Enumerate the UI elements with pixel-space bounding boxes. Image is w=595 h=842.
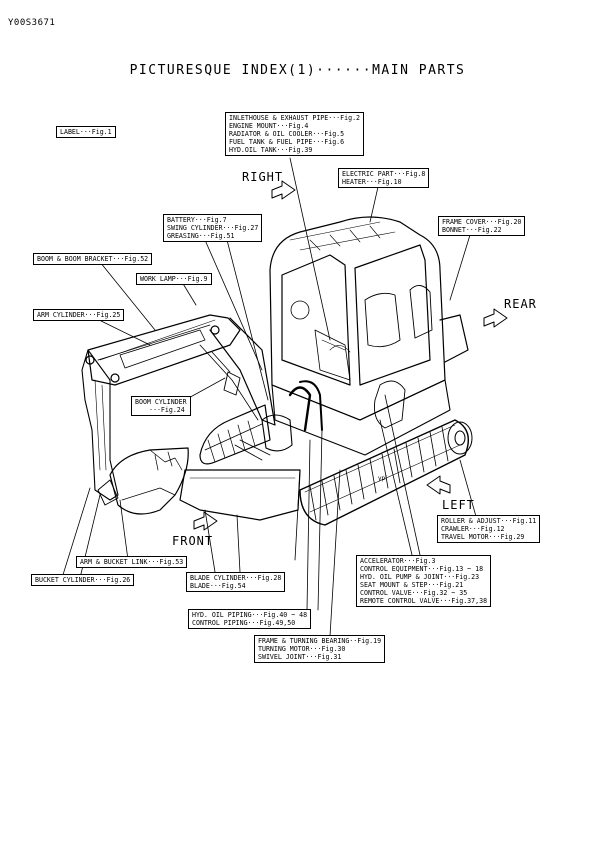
callout-line: TURNING MOTOR···Fig.30 [258, 645, 346, 653]
bucket-illustration [97, 447, 189, 515]
callout-battery: BATTERY···Fig.7 SWING CYLINDER···Fig.27 … [163, 214, 263, 242]
callout-line: BATTERY···Fig.7 [167, 216, 227, 224]
callout-line: BOOM & BOOM BRACKET···Fig.52 [37, 255, 149, 263]
brand-mark: ypl [378, 475, 387, 482]
callout-line: ELECTRIC PART···Fig.8 [342, 170, 426, 178]
callout-line: CRAWLER···Fig.12 [441, 525, 505, 533]
callout-line: TRAVEL MOTOR···Fig.29 [441, 533, 525, 541]
callout-label: LABEL···Fig.1 [56, 126, 116, 138]
boom-arm-illustration [81, 314, 293, 501]
callout-line: FRAME & TURNING BEARING··Fig.19 [258, 637, 382, 645]
callout-line: BONNET···Fig.22 [442, 226, 502, 234]
direction-arrows [193, 180, 508, 531]
callout-line: INLETHOUSE & EXHAUST PIPE···Fig.2 [229, 114, 361, 122]
callout-line: ···Fig.24 [149, 406, 185, 414]
callout-line: HYD. OIL PUMP & JOINT···Fig.23 [360, 573, 480, 581]
callout-line: GREASING···Fig.51 [167, 232, 235, 240]
callout-line: BLADE CYLINDER···Fig.28 [190, 574, 282, 582]
callout-electric: ELECTRIC PART···Fig.8 HEATER···Fig.10 [338, 168, 430, 188]
callout-line: BUCKET CYLINDER···Fig.26 [35, 576, 131, 584]
callout-line: BOOM CYLINDER [135, 398, 187, 406]
callout-line: FUEL TANK & FUEL PIPE···Fig.6 [229, 138, 345, 146]
callout-line: RADIATOR & OIL COOLER···Fig.5 [229, 130, 345, 138]
callout-work-lamp: WORK LAMP···Fig.9 [136, 273, 212, 285]
callout-line: SWING CYLINDER···Fig.27 [167, 224, 259, 232]
callout-bucket-cylinder: BUCKET CYLINDER···Fig.26 [31, 574, 135, 586]
page-title: PICTURESQUE INDEX(1)······MAIN PARTS [129, 63, 466, 78]
callout-line: ACCELERATOR···Fig.3 [360, 557, 436, 565]
direction-left-label: LEFT [442, 498, 475, 512]
callout-boom-cylinder: BOOM CYLINDER ···Fig.24 [131, 396, 191, 416]
document-id: Y00S3671 [8, 18, 56, 28]
leader-lines [61, 157, 478, 637]
callout-line: ROLLER & ADJUST···Fig.11 [441, 517, 537, 525]
callout-arm-bucket-link: ARM & BUCKET LINK···Fig.53 [76, 556, 188, 568]
callout-line: WORK LAMP···Fig.9 [140, 275, 208, 283]
direction-rear-label: REAR [504, 297, 537, 311]
callout-line: BLADE···Fig.54 [190, 582, 246, 590]
callout-frame-turning: FRAME & TURNING BEARING··Fig.19 TURNING … [254, 635, 386, 663]
callout-hyd-piping: HYD. OIL PIPING···Fig.40 ~ 48 CONTROL PI… [188, 609, 312, 629]
direction-right-label: RIGHT [242, 170, 284, 184]
callout-blade: BLADE CYLINDER···Fig.28 BLADE···Fig.54 [186, 572, 286, 592]
callout-line: LABEL···Fig.1 [60, 128, 112, 136]
callout-line: ARM CYLINDER···Fig.25 [37, 311, 121, 319]
callout-line: CONTROL VALVE···Fig.32 ~ 35 [360, 589, 468, 597]
callout-line: FRAME COVER···Fig.20 [442, 218, 522, 226]
callout-line: CONTROL EQUIPMENT···Fig.13 ~ 18 [360, 565, 484, 573]
callout-roller: ROLLER & ADJUST···Fig.11 CRAWLER···Fig.1… [437, 515, 541, 543]
callout-line: SEAT MOUNT & STEP···Fig.21 [360, 581, 464, 589]
callout-line: HYD.OIL TANK···Fig.39 [229, 146, 313, 154]
crawler-track-illustration [199, 404, 473, 526]
callout-line: HEATER···Fig.10 [342, 178, 402, 186]
callout-line: REMOTE CONTROL VALVE···Fig.37,38 [360, 597, 488, 605]
callout-line: ENGINE MOUNT···Fig.4 [229, 122, 309, 130]
callout-boom-bracket: BOOM & BOOM BRACKET···Fig.52 [33, 253, 153, 265]
callout-line: CONTROL PIPING···Fig.49,50 [192, 619, 296, 627]
cab-illustration: ypl [269, 216, 469, 482]
callout-inlethouse: INLETHOUSE & EXHAUST PIPE···Fig.2 ENGINE… [225, 112, 365, 156]
direction-front-label: FRONT [172, 534, 214, 548]
callout-accelerator: ACCELERATOR···Fig.3 CONTROL EQUIPMENT···… [356, 555, 492, 607]
callout-line: SWIVEL JOINT···Fig.31 [258, 653, 342, 661]
callout-arm-cylinder: ARM CYLINDER···Fig.25 [33, 309, 125, 321]
callout-line: HYD. OIL PIPING···Fig.40 ~ 48 [192, 611, 308, 619]
callout-frame-cover: FRAME COVER···Fig.20 BONNET···Fig.22 [438, 216, 526, 236]
callout-line: ARM & BUCKET LINK···Fig.53 [80, 558, 184, 566]
